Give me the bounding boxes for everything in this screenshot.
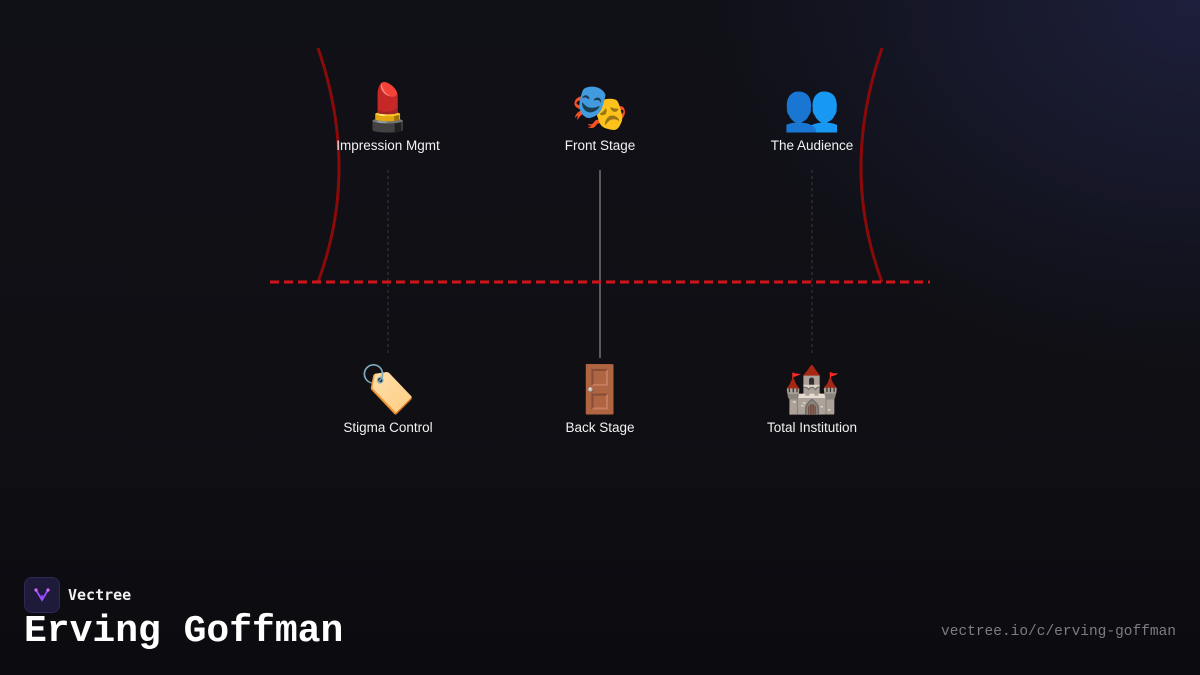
node-stigma-control[interactable]: 🏷️ Stigma Control bbox=[288, 362, 488, 435]
castle-icon: 🏰 bbox=[783, 362, 841, 416]
right-curtain bbox=[859, 47, 884, 283]
brand-name: Vectree bbox=[68, 586, 132, 604]
node-the-audience[interactable]: 👥 The Audience bbox=[712, 80, 912, 153]
brand[interactable]: Vectree bbox=[24, 577, 131, 613]
left-curtain bbox=[316, 47, 341, 283]
node-label: Impression Mgmt bbox=[336, 138, 440, 153]
node-back-stage[interactable]: 🚪 Back Stage bbox=[500, 362, 700, 435]
tag-icon: 🏷️ bbox=[359, 362, 417, 416]
node-label: Front Stage bbox=[564, 138, 636, 153]
node-label: Back Stage bbox=[565, 420, 635, 435]
vectree-logo-icon bbox=[24, 577, 60, 613]
node-total-institution[interactable]: 🏰 Total Institution bbox=[712, 362, 912, 435]
node-label: Stigma Control bbox=[343, 420, 433, 435]
people-icon: 👥 bbox=[783, 80, 841, 134]
node-label: Total Institution bbox=[766, 420, 858, 435]
node-label: The Audience bbox=[770, 138, 854, 153]
node-front-stage[interactable]: 🎭 Front Stage bbox=[500, 80, 700, 153]
page-url[interactable]: vectree.io/c/erving-goffman bbox=[941, 624, 1176, 640]
page-title: Erving Goffman bbox=[24, 610, 344, 653]
door-icon: 🚪 bbox=[571, 362, 629, 416]
node-impression-mgmt[interactable]: 💄 Impression Mgmt bbox=[288, 80, 488, 153]
theater-masks-icon: 🎭 bbox=[571, 80, 629, 134]
lipstick-icon: 💄 bbox=[359, 80, 417, 134]
